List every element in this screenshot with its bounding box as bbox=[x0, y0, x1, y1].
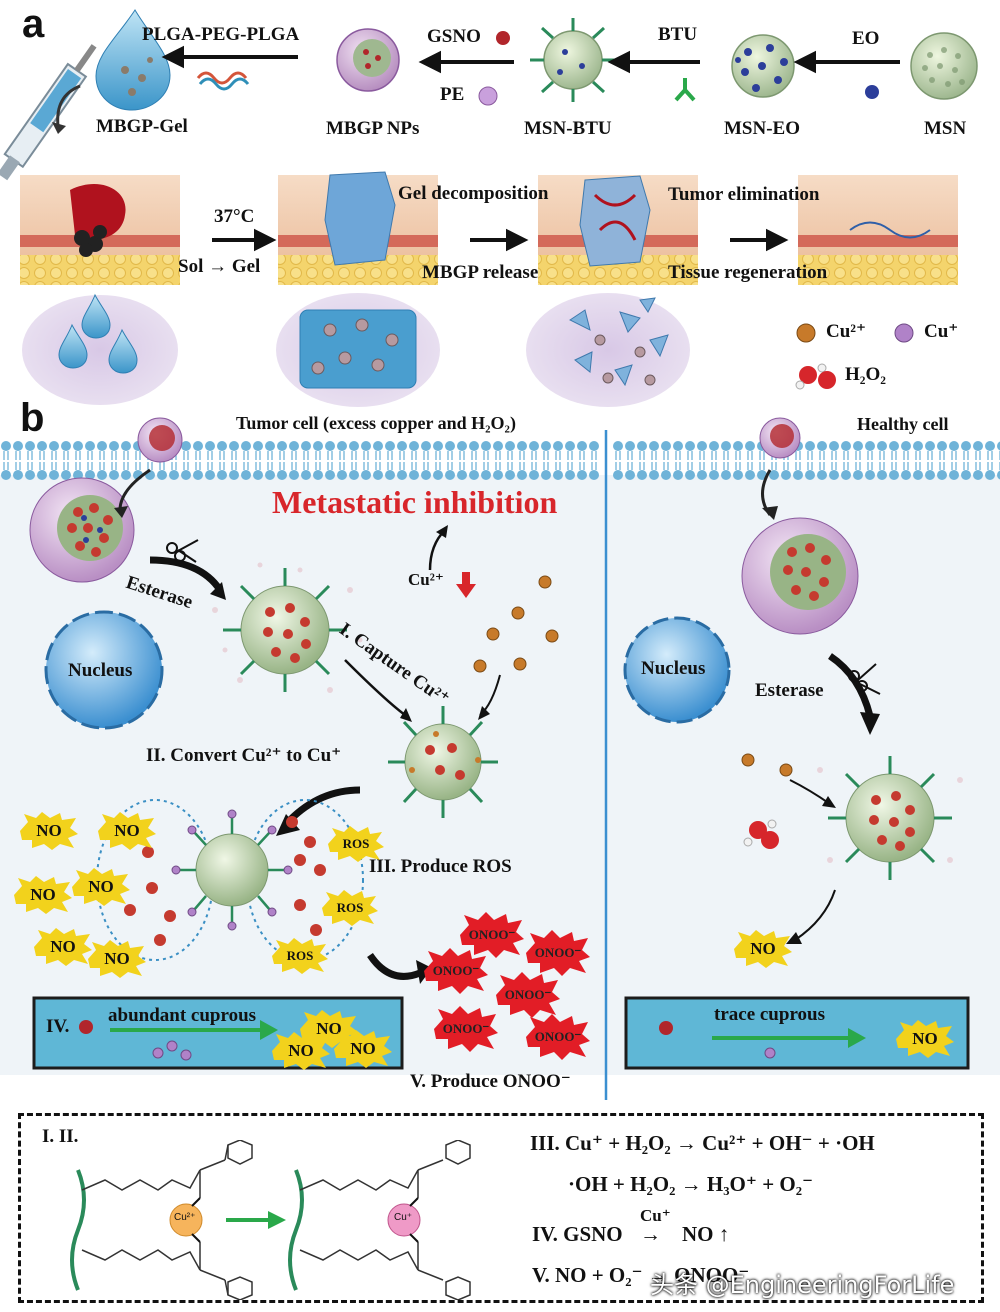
no-burst: NO bbox=[98, 812, 156, 850]
ros-burst: ROS bbox=[328, 826, 384, 862]
cu2-free-label: Cu²⁺ bbox=[408, 570, 444, 589]
eo-label: EO bbox=[852, 28, 880, 49]
onoo-burst: ONOO⁻ bbox=[526, 930, 590, 976]
no-burst: NO bbox=[72, 868, 130, 906]
gsno-label: GSNO bbox=[427, 26, 481, 47]
equation-iii: III. Cu⁺ + H₂O₂ → Cu²⁺ + OH⁻ + ·OH bbox=[530, 1131, 875, 1155]
temp-label: 37°C bbox=[214, 206, 255, 227]
box-left-text: abundant cuprous bbox=[108, 1005, 257, 1026]
equation-iv-pre: IV. GSNO bbox=[532, 1222, 623, 1246]
onoo-burst: ONOO⁻ bbox=[526, 1014, 590, 1060]
tumor-elimination-label: Tumor elimination bbox=[668, 184, 820, 205]
no-burst: NO bbox=[88, 940, 146, 978]
panel-a-graphics bbox=[0, 9, 978, 407]
equation-iv-arrow: → bbox=[640, 1222, 661, 1246]
onoo-burst: ONOO⁻ bbox=[460, 912, 524, 958]
panel-a-letter: a bbox=[22, 2, 45, 46]
legend-h2o2: H₂O₂ bbox=[845, 364, 886, 385]
equation-iv-cat: Cu⁺ bbox=[640, 1206, 671, 1225]
legend-cu1: Cu⁺ bbox=[924, 321, 959, 342]
produce-onoo-label: V. Produce ONOO⁻ bbox=[410, 1071, 571, 1092]
pe-label: PE bbox=[440, 84, 465, 105]
box-right-text: trace cuprous bbox=[714, 1004, 825, 1025]
ros-burst: ROS bbox=[322, 890, 378, 926]
cu1-center-label: Cu⁺ bbox=[394, 1212, 413, 1223]
equation-iv-post: NO ↑ bbox=[682, 1222, 730, 1246]
metastatic-inhibition-title: Metastatic inhibition bbox=[272, 484, 558, 520]
mechanism-box-label: I. II. bbox=[42, 1126, 79, 1147]
msn-label: MSN bbox=[924, 118, 967, 139]
tissue-regeneration-label: Tissue regeneration bbox=[668, 262, 828, 283]
no-burst: NO bbox=[896, 1020, 954, 1058]
mbgp-gel-label: MBGP-Gel bbox=[96, 116, 188, 137]
equation-v: V. NO + O₂⁻ → ONOO⁻ bbox=[532, 1263, 750, 1287]
cu2-center-label: Cu²⁺ bbox=[174, 1212, 196, 1223]
gel-decomposition-label: Gel decomposition bbox=[398, 183, 549, 204]
panel-b-letter: b bbox=[20, 396, 45, 440]
no-burst: NO bbox=[14, 876, 72, 914]
mbgp-release-label: MBGP release bbox=[422, 262, 539, 283]
mbgp-nps-label: MBGP NPs bbox=[326, 118, 420, 139]
nucleus-right-label: Nucleus bbox=[641, 658, 706, 679]
btu-label: BTU bbox=[658, 24, 698, 45]
chelation-structures bbox=[70, 1140, 471, 1300]
equation-oh: ·OH + H₂O₂ → H₃O⁺ + O₂⁻ bbox=[568, 1172, 814, 1196]
msn-btu-label: MSN-BTU bbox=[524, 118, 612, 139]
no-burst: NO bbox=[272, 1032, 330, 1070]
mechanism-box bbox=[18, 1113, 984, 1303]
convert-label: II. Convert Cu²⁺ to Cu⁺ bbox=[146, 745, 342, 766]
ros-burst: ROS bbox=[272, 938, 328, 974]
legend-cu2: Cu²⁺ bbox=[826, 321, 867, 342]
tumor-cell-label: Tumor cell (excess copper and H₂O₂) bbox=[236, 413, 516, 433]
esterase-right-label: Esterase bbox=[755, 680, 824, 701]
sol-gel-label: Sol → Gel bbox=[178, 256, 261, 277]
no-burst: NO bbox=[334, 1030, 392, 1068]
watermark: 头条 @EngineeringForLife bbox=[650, 1271, 955, 1299]
plga-label: PLGA-PEG-PLGA bbox=[142, 24, 300, 45]
no-burst: NO bbox=[20, 812, 78, 850]
onoo-burst: ONOO⁻ bbox=[496, 972, 560, 1018]
onoo-burst: ONOO⁻ bbox=[434, 1006, 498, 1052]
msn-eo-label: MSN-EO bbox=[724, 118, 800, 139]
produce-ros-label: III. Produce ROS bbox=[369, 856, 512, 877]
box-left-number: IV. bbox=[46, 1016, 70, 1037]
onoo-burst: ONOO⁻ bbox=[424, 948, 488, 994]
no-burst: NO bbox=[734, 930, 792, 968]
nucleus-left-label: Nucleus bbox=[68, 660, 133, 681]
healthy-cell-label: Healthy cell bbox=[857, 414, 949, 434]
no-burst: NO bbox=[34, 928, 92, 966]
